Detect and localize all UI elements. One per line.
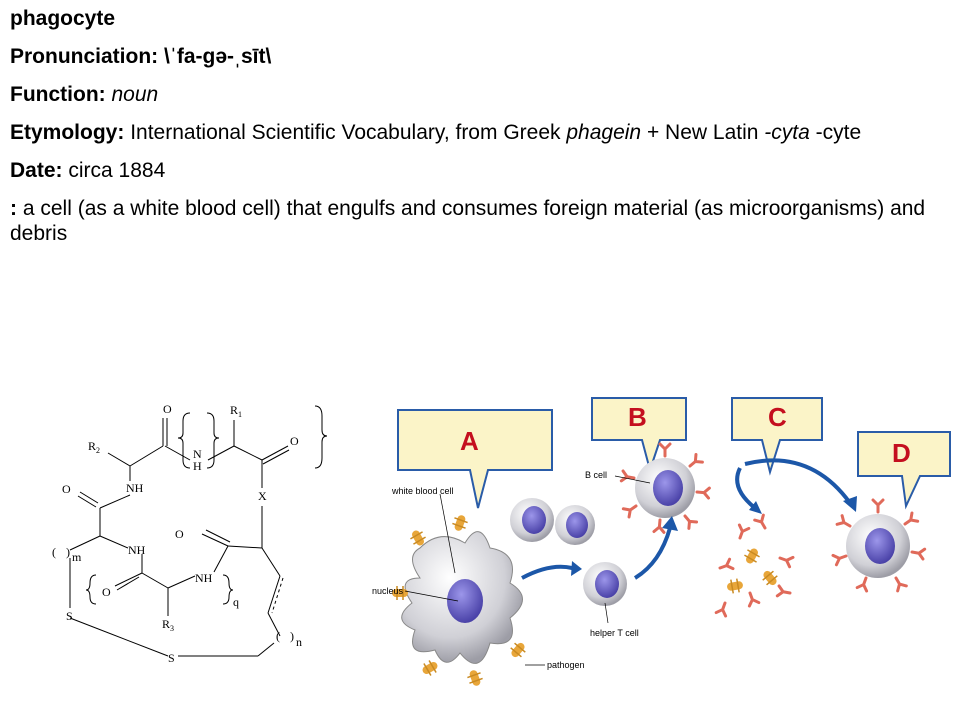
chem-nh-2: NH [128, 543, 146, 557]
etymology-word-1: phagein [566, 121, 642, 144]
chem-x: X [258, 489, 267, 503]
white-blood-cell-nucleus [447, 579, 483, 623]
chem-subscript-m: m [72, 550, 82, 564]
lymphocyte-2-nucleus [566, 512, 588, 538]
chem-subscript-n: n [296, 635, 302, 649]
antibody-pathogen-cluster [714, 513, 795, 618]
chem-o-top-2: O [290, 434, 299, 448]
chem-h: H [193, 459, 202, 473]
label-b-cell: B cell [585, 470, 607, 480]
date-value: circa 1884 [68, 159, 166, 182]
arrow-heads [571, 496, 857, 576]
chem-o-bottom: O [102, 585, 111, 599]
etymology-label: Etymology: [10, 121, 125, 144]
dictionary-entry: phagocyte Pronunciation: \ˈfa-gə-ˌsīt\ F… [10, 6, 950, 259]
callout-d-box [857, 431, 951, 510]
function-value: noun [111, 83, 159, 106]
b-cell-nucleus [653, 470, 683, 506]
chem-o-left: O [62, 482, 71, 496]
chem-subscript-q: q [233, 595, 239, 609]
plasma-cell-nucleus [865, 528, 895, 564]
date-label: Date: [10, 159, 63, 182]
pronunciation-label: Pronunciation: [10, 45, 159, 68]
chem-paren-n-close: ) [290, 629, 294, 643]
process-arrows [521, 458, 852, 580]
callout-a-label: A [460, 426, 479, 456]
function-label: Function: [10, 83, 106, 106]
chem-r1: R1 [230, 403, 242, 419]
definition-marker: : [10, 197, 17, 220]
chem-nh-1: NH [126, 481, 144, 495]
chem-s-left: S [66, 609, 73, 623]
chemical-structure-diagram: O R1 O R2 N H NH O X O ( ) m NH NH O q S… [52, 402, 328, 665]
callout-c-box [731, 397, 823, 476]
chem-r2: R2 [88, 439, 100, 455]
callout-a-box [397, 409, 553, 509]
callout-d-label: D [892, 438, 911, 468]
label-pathogen: pathogen [547, 660, 585, 670]
label-nucleus: nucleus [372, 586, 404, 596]
definition-text: a cell (as a white blood cell) that engu… [10, 197, 926, 245]
label-white-blood-cell: white blood cell [391, 486, 454, 496]
chem-paren-n-open: ( [276, 629, 280, 643]
pronunciation: \ˈfa-gə-ˌsīt\ [164, 45, 272, 68]
immune-response-diagram: A B C D [372, 397, 951, 689]
chem-o-mid: O [175, 527, 184, 541]
callout-c-label: C [768, 402, 787, 432]
etymology-word-2: -cyta [764, 121, 810, 144]
chem-r3: R3 [162, 617, 174, 633]
chem-o-top-1: O [163, 402, 172, 416]
chem-s-bottom: S [168, 651, 175, 665]
chem-nh-3: NH [195, 571, 213, 585]
helper-t-cell-nucleus [595, 570, 619, 598]
etymology-text-2: + New Latin [646, 121, 759, 144]
chem-n: N [193, 447, 202, 461]
chem-paren-m-close: ) [66, 545, 70, 559]
chem-paren-m-open: ( [52, 545, 56, 559]
callout-b-label: B [628, 402, 647, 432]
headword: phagocyte [10, 7, 116, 30]
callout-b-box [591, 397, 687, 474]
etymology-text-3: -cyte [815, 121, 862, 144]
label-helper-t-cell: helper T cell [590, 628, 639, 638]
etymology-text-1: International Scientific Vocabulary, fro… [130, 121, 561, 144]
lymphocyte-1-nucleus [522, 506, 546, 534]
